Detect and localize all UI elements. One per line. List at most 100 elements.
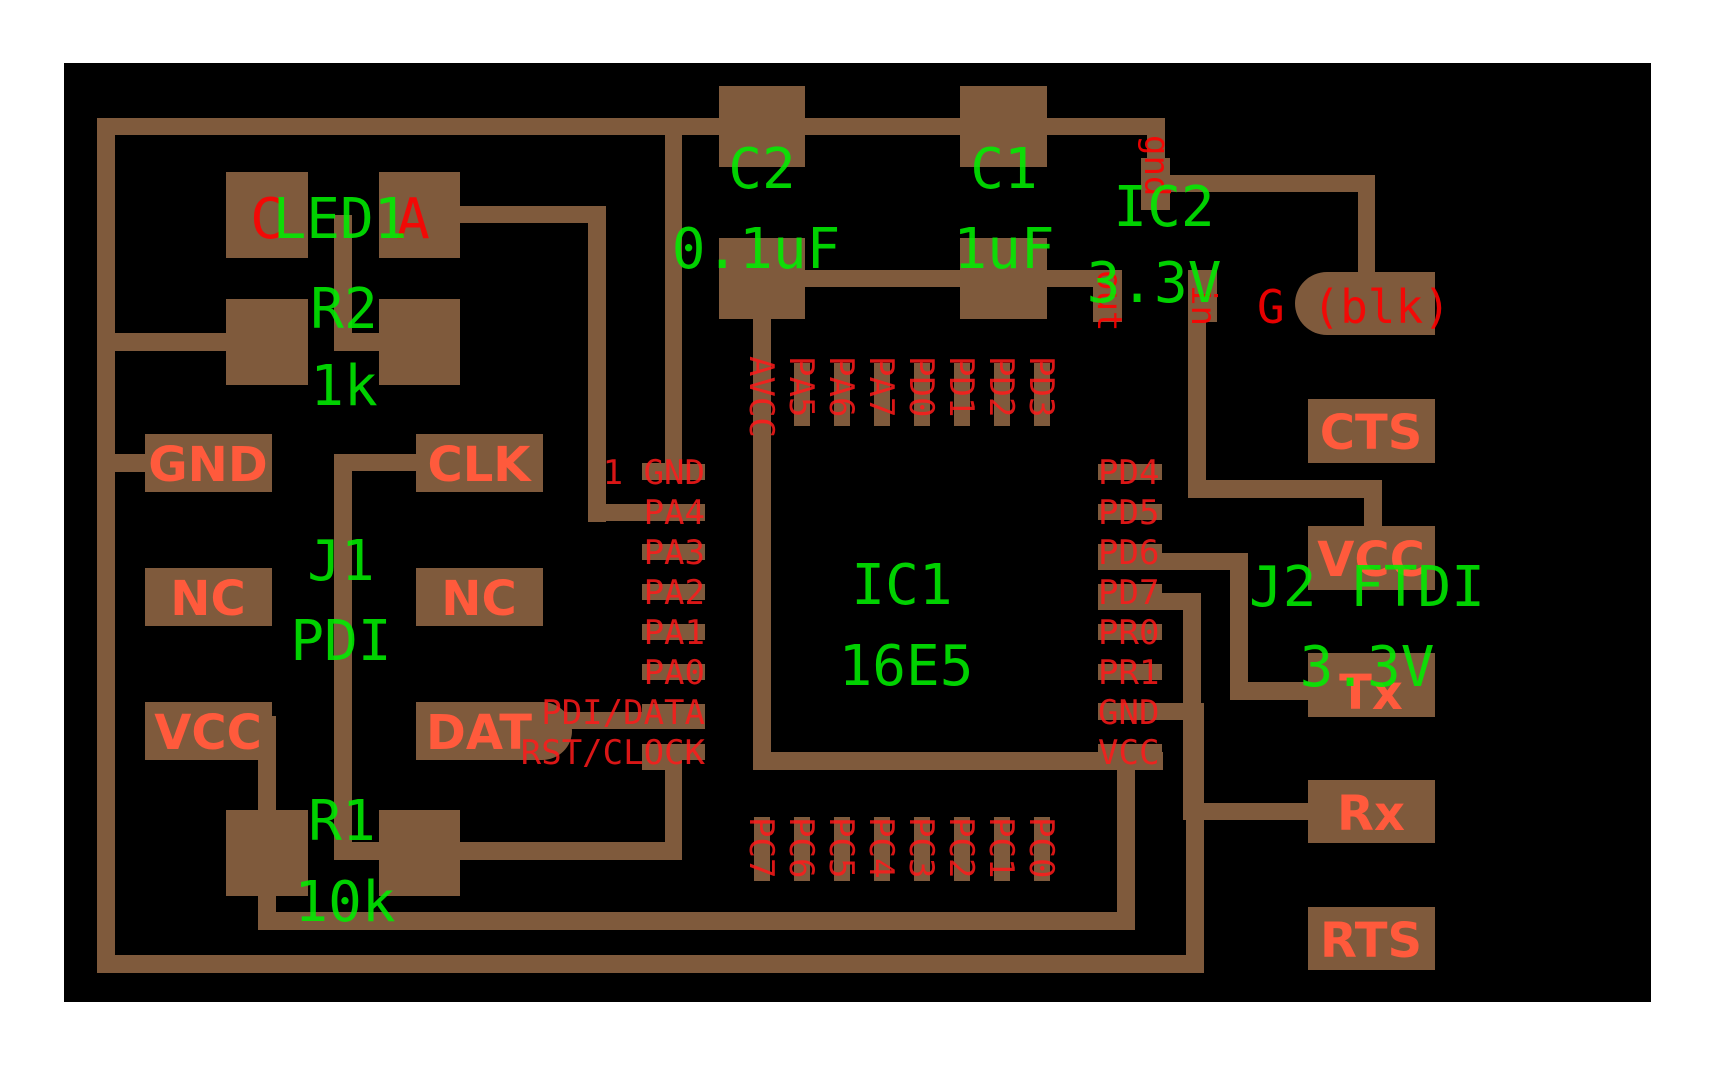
j1-ref: J1 xyxy=(307,529,374,594)
ic1-pin-label-top: PD2 xyxy=(981,356,1021,417)
ic1-pad-bottom xyxy=(994,817,1010,881)
ic2-pin-labels: gnd out in xyxy=(1089,135,1223,331)
j2-pad-rts xyxy=(1308,907,1435,970)
trace xyxy=(258,912,1135,930)
trace xyxy=(753,300,771,770)
j2-cts-label: CTS xyxy=(1320,405,1423,461)
ic1-pin-label-bottom: PC4 xyxy=(861,817,901,878)
ic1-pin-label-bottom: PC5 xyxy=(821,817,861,878)
trace xyxy=(588,206,606,522)
j2-pad-vcc xyxy=(1308,526,1435,590)
c2-value: 0.1uF xyxy=(672,217,841,282)
ic1-pad-bottom xyxy=(834,817,850,881)
led1-c-label: C xyxy=(250,187,284,252)
led1-ref: LED1 xyxy=(273,187,408,252)
ic1-pin-label-left: PA3 xyxy=(644,533,705,573)
c1-value: 1uF xyxy=(953,217,1054,282)
ic1-pin-label-top: PA7 xyxy=(861,356,901,417)
trace xyxy=(1183,593,1201,820)
c2-pad-2 xyxy=(719,238,805,319)
led1-pad-c xyxy=(226,172,308,258)
trace xyxy=(1188,320,1206,498)
ic1-pad-left xyxy=(642,544,705,560)
ic1-pin-label-right: PD6 xyxy=(1098,533,1159,573)
trace xyxy=(97,118,115,973)
ic1-pad-top xyxy=(794,363,810,426)
ic1-pad-top xyxy=(874,363,890,426)
ic1-pad-right xyxy=(1098,464,1162,480)
trace xyxy=(753,752,1163,770)
ic1-pin-label-left: PA4 xyxy=(644,493,705,533)
ic1-pin-label-left: 1 GND xyxy=(603,453,705,493)
r2-pad-1 xyxy=(226,299,308,385)
ic1-pin-label-top: PD1 xyxy=(941,356,981,417)
r1-pad-1 xyxy=(226,810,308,896)
ic1-pin-label-top: AVCC xyxy=(741,356,781,438)
j1-pad-nc-right xyxy=(416,568,543,626)
ic2-pad-out xyxy=(1093,270,1122,322)
ic1-pad-top xyxy=(834,363,850,426)
ic1-pin-label-top: PD0 xyxy=(901,356,941,417)
ic1-ref: IC1 xyxy=(851,553,952,618)
ic1-pin-labels: 1 GNDPA4PA3PA2PA1PA0PDI/DATARST/CLOCKPD4… xyxy=(521,356,1160,878)
ic2-pad-gnd xyxy=(1141,158,1170,210)
j1-nc-right-label: NC xyxy=(441,571,516,627)
ic1-pad-bottom xyxy=(914,817,930,881)
ic2-ref: IC2 xyxy=(1113,175,1214,240)
trace xyxy=(1230,682,1310,700)
j1-dat-label: DAT xyxy=(426,705,532,761)
trace xyxy=(334,454,416,471)
trace xyxy=(1358,175,1375,275)
ic1-pin-label-right: GND xyxy=(1098,693,1159,733)
pad-labels: GND CLK NC NC VCC DAT CTS VCC Tx Rx RTS … xyxy=(148,187,1451,969)
ic1-pin-label-left: PDI/DATA xyxy=(541,693,705,733)
trace xyxy=(97,333,227,351)
j2-vcc-label: VCC xyxy=(1317,532,1425,588)
j2-rx-label: Rx xyxy=(1337,786,1405,842)
ic1-pad-left xyxy=(642,744,705,760)
ic1-pad-left xyxy=(642,664,705,680)
ic1-pin-label-bottom: PC1 xyxy=(981,817,1021,878)
ic1-pad-bottom xyxy=(1034,817,1050,881)
j1-nc-left-label: NC xyxy=(170,571,245,627)
j2-rts-label: RTS xyxy=(1320,913,1422,969)
ic1-pad-right xyxy=(1098,664,1162,680)
j1-vcc-label: VCC xyxy=(154,705,262,761)
led1-pad-a xyxy=(379,172,460,258)
ic1-pin-label-right: PR1 xyxy=(1098,653,1159,693)
ic1-pad-left xyxy=(642,584,705,600)
r2-pad-2 xyxy=(379,299,460,385)
trace xyxy=(1188,480,1382,498)
trace xyxy=(665,118,682,480)
component-labels: LED1 R2 1k C2 0.1uF C1 1uF IC2 3.3V IC1 … xyxy=(273,137,1485,935)
r2-value: 1k xyxy=(310,354,377,419)
ic1-pin-label-right: VCC xyxy=(1098,733,1159,773)
j1-pad-vcc xyxy=(145,702,272,760)
ic1-pad-right xyxy=(1098,704,1162,720)
ic1-pad-left xyxy=(642,464,705,480)
ic2-in-label: in xyxy=(1183,285,1223,326)
ic1-pads xyxy=(642,363,1162,881)
j1-gnd-label: GND xyxy=(148,437,267,493)
ic1-pin-label-right: PR0 xyxy=(1098,613,1159,653)
led1-a-label: A xyxy=(396,187,430,252)
j1-pad-dat xyxy=(416,702,572,760)
ic1-pin-label-bottom: PC6 xyxy=(781,817,821,878)
j1-value: PDI xyxy=(290,609,391,674)
j2-pad-tx xyxy=(1308,653,1435,717)
ic1-pad-bottom xyxy=(754,817,770,881)
trace xyxy=(334,454,352,860)
j2-pad-cts xyxy=(1308,399,1435,463)
pads xyxy=(145,86,1435,970)
ic2-pad-in xyxy=(1188,270,1217,322)
ic1-pin-label-bottom: PC0 xyxy=(1021,817,1061,878)
trace xyxy=(455,206,606,223)
ic1-pad-right xyxy=(1098,744,1162,760)
trace xyxy=(97,955,1204,973)
ic1-pad-top xyxy=(914,363,930,426)
c2-ref: C2 xyxy=(728,137,795,202)
c1-pad-2 xyxy=(960,238,1047,319)
ic2-value: 3.3V xyxy=(1087,251,1222,316)
ic1-pad-top xyxy=(1034,363,1050,426)
